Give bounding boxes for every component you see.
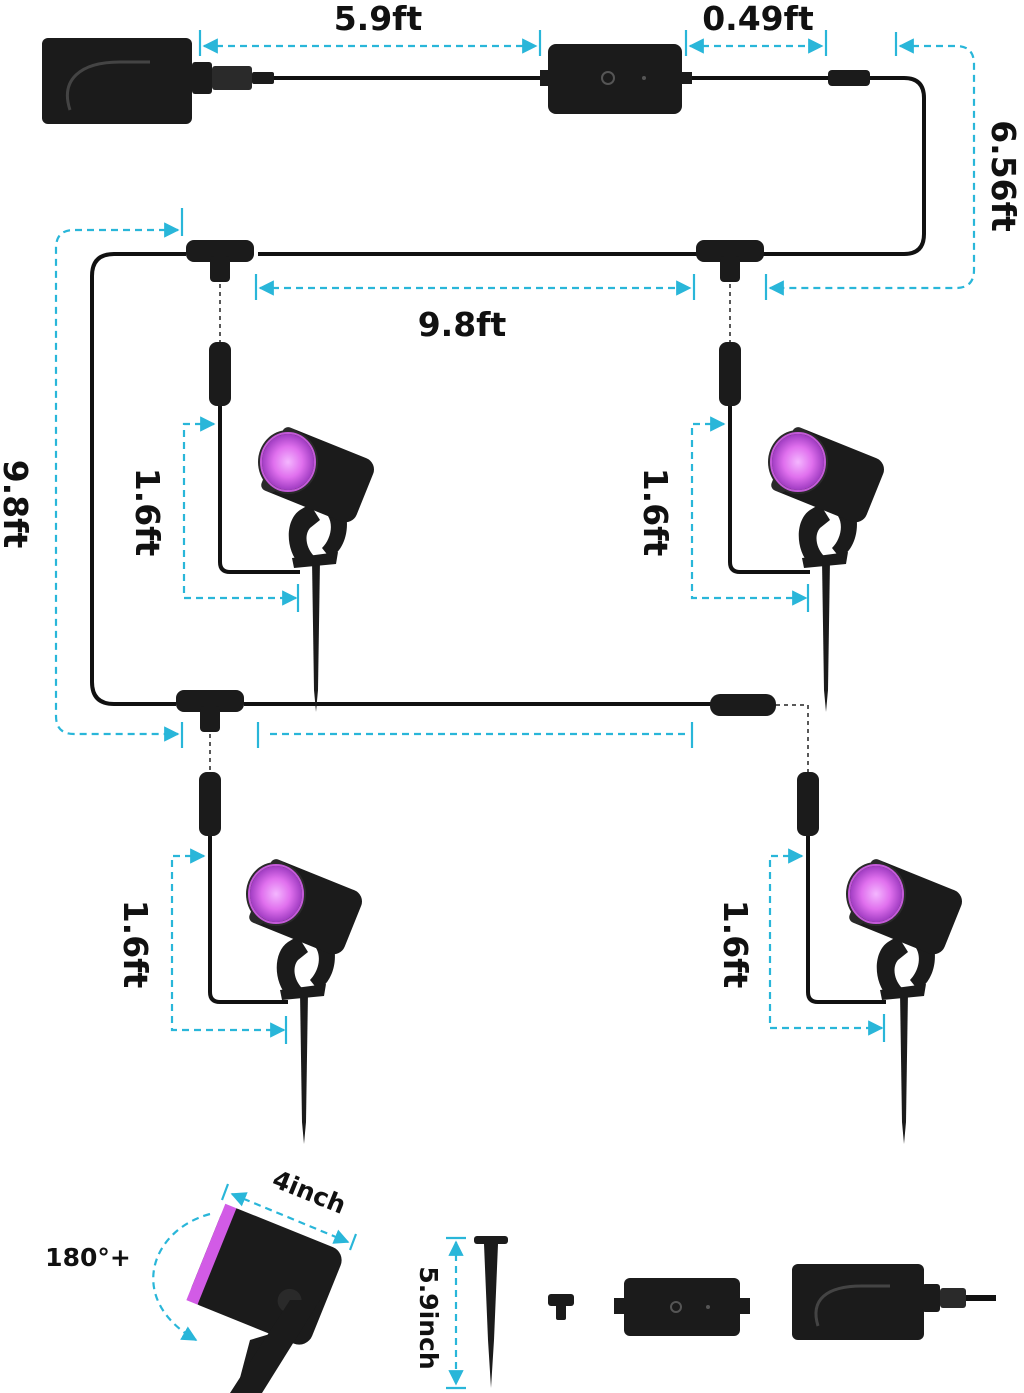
power-adapter-accessory — [792, 1264, 996, 1340]
spotlight-1 — [257, 424, 379, 713]
end-cap-connector — [710, 694, 776, 716]
dim-adapter-to-controller: 5.9ft — [334, 0, 423, 38]
dim-light4-lead: 1.6ft — [716, 900, 755, 989]
light-plug-2 — [719, 342, 741, 406]
controller-box — [540, 44, 692, 114]
dim-lamp-width: 4inch — [268, 1164, 350, 1220]
tee-connector-2 — [696, 240, 764, 282]
tee-piece — [548, 1294, 574, 1320]
dim-connector-to-tee: 6.56ft — [984, 120, 1023, 232]
ground-stake — [474, 1236, 508, 1388]
dim-rotation: 180°+ — [45, 1243, 131, 1272]
dim-controller-to-connector: 0.49ft — [702, 0, 814, 38]
dim-stake-length: 5.9inch — [414, 1266, 443, 1369]
dim-light1-lead: 1.6ft — [128, 468, 167, 557]
tee-connector-1 — [186, 240, 254, 282]
power-adapter — [42, 38, 274, 124]
spotlight-2 — [767, 424, 889, 713]
light-plug-4 — [797, 772, 819, 836]
dim-light2-lead: 1.6ft — [636, 468, 675, 557]
inline-connector-top — [828, 70, 870, 86]
dim-tee-to-tee-top: 9.8ft — [418, 305, 507, 344]
dim-light3-lead: 1.6ft — [116, 900, 155, 989]
light-plug-1 — [209, 342, 231, 406]
dim-tee-to-tee-left: 9.8ft — [0, 460, 35, 549]
controller-accessory — [614, 1278, 750, 1336]
tee-connector-3 — [176, 690, 244, 732]
light-plug-3 — [199, 772, 221, 836]
